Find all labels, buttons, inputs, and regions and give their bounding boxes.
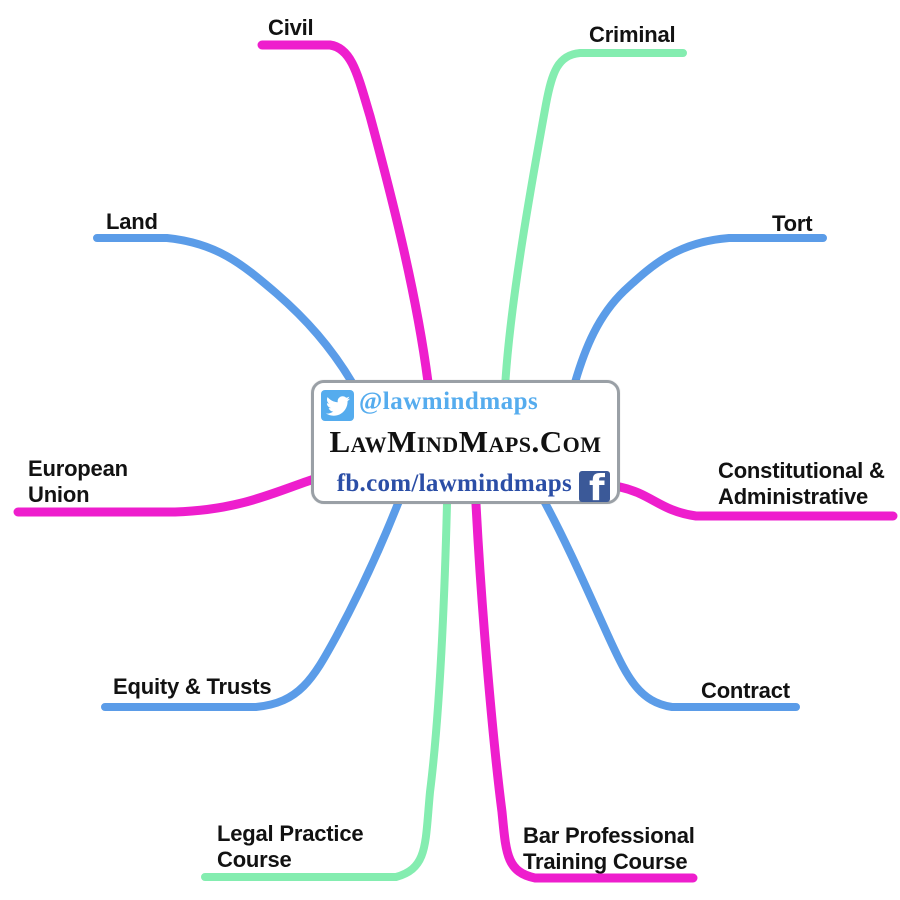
center-node[interactable]: @lawmindmaps LawMindMaps.Com fb.com/lawm… bbox=[311, 380, 620, 504]
facebook-icon[interactable]: f bbox=[579, 471, 610, 502]
branch-line-legal-practice-course[interactable] bbox=[201, 500, 451, 881]
twitter-handle[interactable]: @lawmindmaps bbox=[359, 388, 539, 415]
site-title: LawMindMaps.Com bbox=[329, 424, 602, 459]
branch-line-criminal[interactable] bbox=[501, 49, 687, 392]
branch-line-land[interactable] bbox=[93, 234, 357, 388]
facebook-f-glyph: f bbox=[589, 471, 605, 502]
twitter-icon[interactable] bbox=[321, 390, 354, 421]
branch-label-land[interactable]: Land bbox=[106, 209, 158, 234]
facebook-url[interactable]: fb.com/lawmindmaps bbox=[336, 470, 572, 497]
branch-label-civil[interactable]: Civil bbox=[268, 15, 314, 40]
branch-label-criminal[interactable]: Criminal bbox=[589, 22, 676, 47]
branch-line-civil[interactable] bbox=[257, 40, 434, 395]
twitter-bird-glyph bbox=[325, 395, 350, 416]
branch-line-equity-trusts[interactable] bbox=[101, 497, 403, 711]
branch-line-contract[interactable] bbox=[539, 495, 800, 711]
branch-line-european-union[interactable] bbox=[13, 474, 319, 517]
branch-line-tort[interactable] bbox=[570, 234, 827, 390]
branch-label-european-union[interactable]: European Union bbox=[28, 456, 128, 507]
branch-label-contract[interactable]: Contract bbox=[701, 678, 790, 703]
branch-label-tort[interactable]: Tort bbox=[772, 211, 813, 236]
branch-label-constitutional-administrative[interactable]: Constitutional & Administrative bbox=[718, 458, 885, 509]
branch-line-bar-professional-training-course[interactable] bbox=[471, 499, 698, 883]
branch-line-constitutional-administrative[interactable] bbox=[615, 482, 898, 521]
branch-label-equity-trusts[interactable]: Equity & Trusts bbox=[113, 674, 272, 699]
branch-label-legal-practice-course[interactable]: Legal Practice Course bbox=[217, 821, 364, 872]
branch-label-bar-professional-training-course[interactable]: Bar Professional Training Course bbox=[523, 823, 695, 874]
